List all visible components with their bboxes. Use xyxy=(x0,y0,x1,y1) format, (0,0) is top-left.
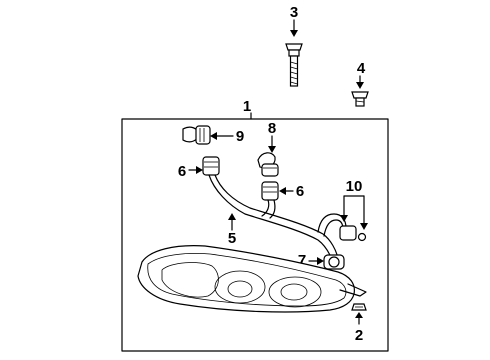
callout-1: 1 xyxy=(243,98,251,115)
callout-8: 8 xyxy=(268,120,276,137)
callout-6-right: 6 xyxy=(296,183,304,200)
callout-10: 10 xyxy=(346,178,363,195)
callout-3: 3 xyxy=(290,4,298,21)
callout-5: 5 xyxy=(228,230,236,247)
wiring-harness xyxy=(202,156,367,270)
assembly-frame xyxy=(121,118,389,352)
callout-7: 7 xyxy=(298,252,306,269)
bulb-left: 9 xyxy=(182,125,244,145)
retaining-clip: 2 xyxy=(351,303,367,344)
callout-6-left: 6 xyxy=(178,163,186,180)
bolt-stud: 3 xyxy=(285,4,303,87)
screw: 4 xyxy=(351,60,369,107)
callout-9: 9 xyxy=(236,128,244,145)
callout-4: 4 xyxy=(357,60,366,77)
headlamp-housing xyxy=(137,245,367,313)
callout-2: 2 xyxy=(355,327,363,344)
bulb-right: 8 xyxy=(257,120,279,177)
